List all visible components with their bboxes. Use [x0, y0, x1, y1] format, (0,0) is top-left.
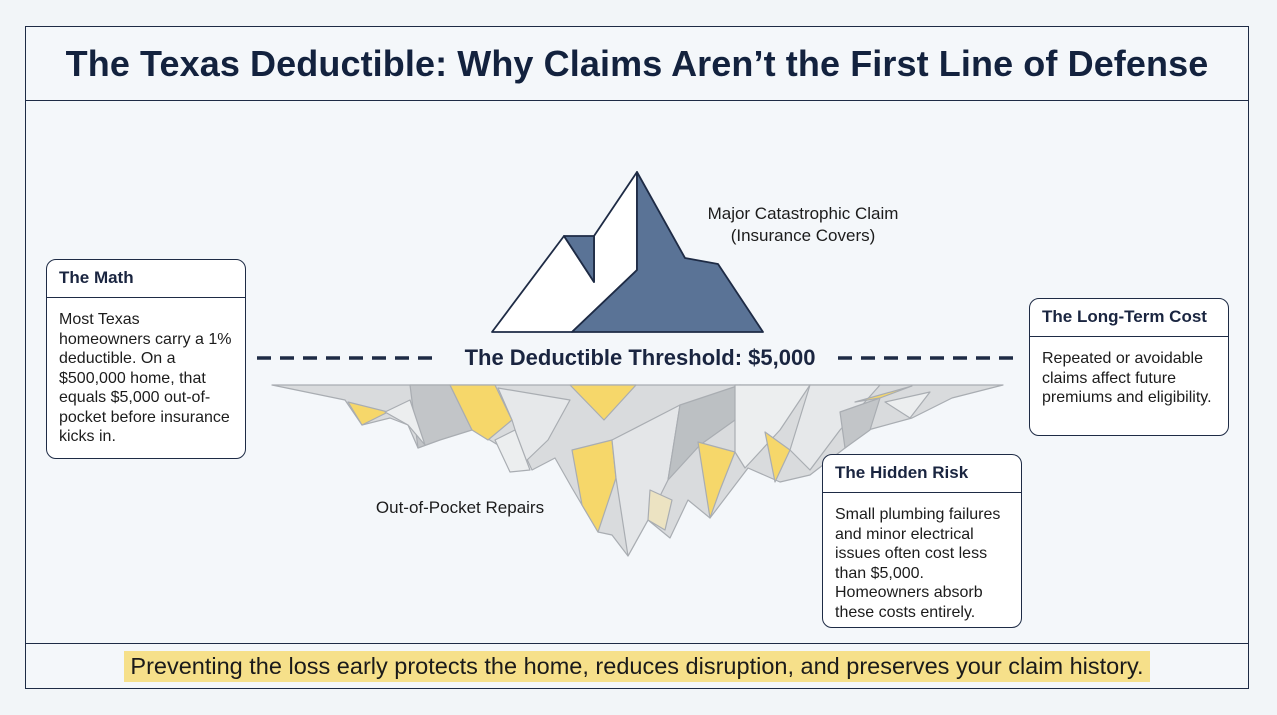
threshold-label: The Deductible Threshold: $5,000	[464, 345, 816, 370]
above-water-label-line2: (Insurance Covers)	[730, 226, 876, 245]
peak-notch	[563, 235, 595, 283]
card-the-math: The Math Most Texas homeowners carry a 1…	[46, 259, 246, 459]
footer-highlight-text: Preventing the loss early protects the h…	[124, 650, 1150, 682]
card-title-hidden-risk: The Hidden Risk	[823, 455, 1021, 493]
shard-yellow-6	[764, 431, 791, 483]
shard-gray-dark-1	[409, 384, 473, 449]
shard-gray-dark-2	[667, 384, 741, 481]
shard-yellow-3	[569, 384, 637, 421]
above-water-label-line1: Major Catastrophic Claim	[707, 204, 899, 223]
card-title-long-term-cost: The Long-Term Cost	[1030, 299, 1228, 337]
shard-white-1	[384, 399, 426, 446]
shard-yellow-1	[347, 401, 389, 426]
shard-yellow-5	[697, 441, 736, 519]
shard-cream-1	[647, 489, 673, 531]
shard-yellow-7	[854, 385, 913, 403]
footer-bar: Preventing the loss early protects the h…	[26, 643, 1248, 688]
shard-gray-dark-3	[839, 397, 881, 449]
card-hidden-risk: The Hidden Risk Small plumbing failures …	[822, 454, 1022, 628]
shard-white-2	[497, 387, 571, 463]
title-bar: The Texas Deductible: Why Claims Aren’t …	[26, 27, 1248, 101]
card-body-hidden-risk: Small plumbing failures and minor electr…	[835, 506, 1001, 621]
shard-white-5	[734, 384, 811, 469]
card-long-term-cost: The Long-Term Cost Repeated or avoidable…	[1029, 298, 1229, 436]
iceberg-base-icon	[271, 384, 1004, 557]
shard-yellow-2	[449, 384, 513, 441]
card-body-long-term-cost: Repeated or avoidable claims affect futu…	[1042, 350, 1212, 406]
shard-white-7	[884, 391, 931, 419]
below-water-label: Out-of-Pocket Repairs	[375, 498, 545, 517]
above-water-label: Major Catastrophic Claim (Insurance Cove…	[678, 203, 928, 247]
card-title-the-math: The Math	[47, 260, 245, 298]
peak-right-face	[571, 171, 764, 333]
iceberg-tip-icon	[491, 171, 764, 333]
card-body-the-math: Most Texas homeowners carry a 1% deducti…	[59, 311, 232, 445]
page-title: The Texas Deductible: Why Claims Aren’t …	[65, 42, 1209, 84]
shard-yellow-4	[571, 439, 617, 533]
shard-white-3	[494, 429, 531, 473]
